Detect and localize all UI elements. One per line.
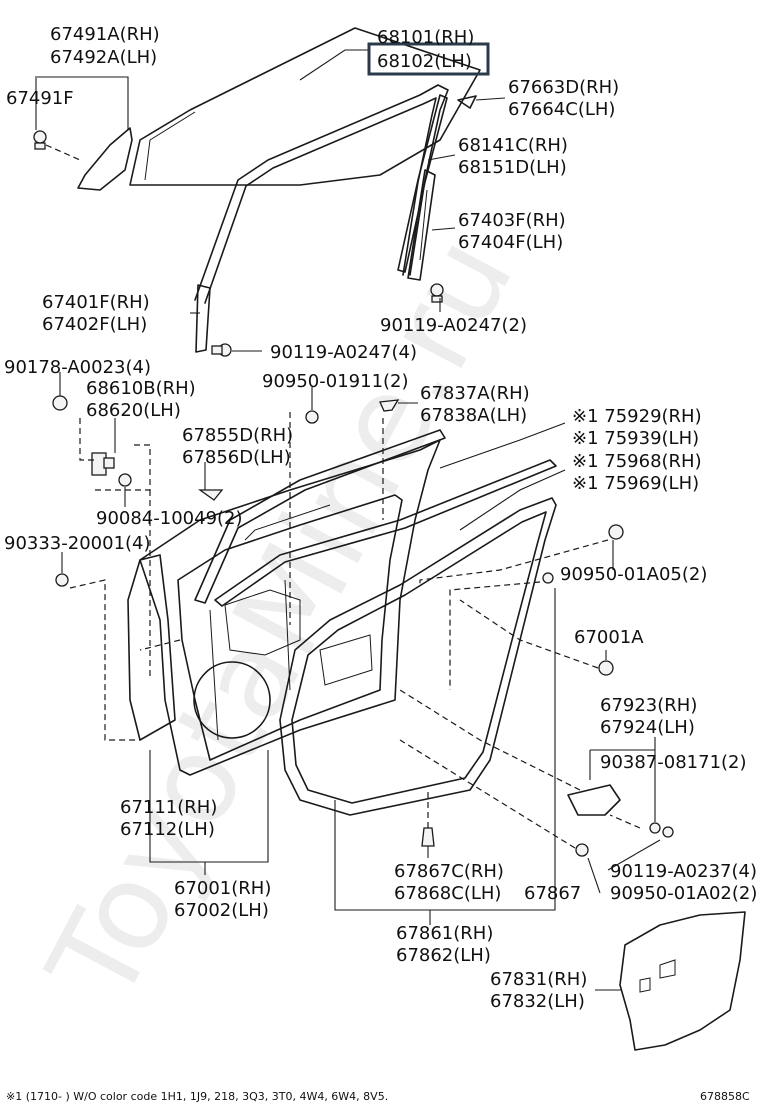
clip-67867c	[421, 827, 435, 847]
rear-run-channel-68141	[397, 94, 448, 273]
label-67664c[interactable]: 67664C(LH)	[508, 99, 615, 120]
label-90119-a0247-4[interactable]: 90119-A0247(4)	[270, 342, 417, 363]
clip-67837a	[379, 399, 400, 412]
label-75929[interactable]: ※1 75929(RH)	[572, 406, 702, 427]
label-67923[interactable]: 67923(RH)	[600, 695, 697, 716]
label-90950-01a05[interactable]: 90950-01A05(2)	[560, 564, 707, 585]
label-68620[interactable]: 68620(LH)	[86, 400, 181, 421]
label-90084-10049[interactable]: 90084-10049(2)	[96, 508, 243, 529]
label-75969[interactable]: ※1 75969(LH)	[572, 473, 699, 494]
bolt-90178-a0023	[52, 395, 68, 411]
diagram-code: 678858C	[700, 1090, 750, 1103]
label-67001[interactable]: 67001(RH)	[174, 878, 271, 899]
assembly-dashed-lines	[45, 144, 641, 849]
corner-cap-67663	[457, 95, 477, 109]
clip-67491f	[33, 130, 47, 150]
hinge-68610b	[91, 452, 115, 476]
label-67862[interactable]: 67862(LH)	[396, 945, 491, 966]
bracket-67855d	[197, 489, 224, 501]
bolt-90119-a0237	[662, 826, 674, 838]
plug-90950-01a05-1	[608, 524, 624, 540]
outer-panel-67111	[127, 554, 176, 741]
label-67867c[interactable]: 67867C(RH)	[394, 861, 504, 882]
upper-frame-run-channel	[194, 84, 449, 304]
label-90387-08171[interactable]: 90387-08171(2)	[600, 752, 747, 773]
label-67404f[interactable]: 67404F(LH)	[458, 232, 563, 253]
bolt-90333-20001	[55, 573, 69, 587]
leader-lines	[35, 49, 661, 991]
label-90119-a0247-2[interactable]: 90119-A0247(2)	[380, 315, 527, 336]
label-67492a[interactable]: 67492A(LH)	[50, 47, 157, 68]
label-67111[interactable]: 67111(RH)	[120, 797, 217, 818]
label-67403f[interactable]: 67403F(RH)	[458, 210, 566, 231]
bolt-90084-10049	[118, 473, 132, 487]
label-67838a[interactable]: 67838A(LH)	[420, 405, 527, 426]
label-75968[interactable]: ※1 75968(RH)	[572, 451, 702, 472]
label-67112[interactable]: 67112(LH)	[120, 819, 215, 840]
highlight-box-68102	[367, 42, 490, 76]
label-67402f[interactable]: 67402F(LH)	[42, 314, 147, 335]
label-67001a[interactable]: 67001A	[574, 627, 644, 648]
belt-molding-75968	[214, 459, 557, 607]
label-68141c[interactable]: 68141C(RH)	[458, 135, 568, 156]
part-labels: 68101(RH) 68102(LH) 67491A(RH) 67492A(LH…	[4, 24, 757, 1012]
label-67924[interactable]: 67924(LH)	[600, 717, 695, 738]
label-90950-01a02[interactable]: 90950-01A02(2)	[610, 883, 757, 904]
label-67663d[interactable]: 67663D(RH)	[508, 77, 619, 98]
label-67855d[interactable]: 67855D(RH)	[182, 425, 293, 446]
plug-90950-01a02	[575, 843, 589, 857]
label-67832[interactable]: 67832(LH)	[490, 991, 585, 1012]
label-67837a[interactable]: 67837A(RH)	[420, 383, 530, 404]
label-75939[interactable]: ※1 75939(LH)	[572, 428, 699, 449]
footnote: ※1 (1710- ) W/O color code 1H1, 1J9, 218…	[6, 1090, 388, 1103]
label-68151d[interactable]: 68151D(LH)	[458, 157, 567, 178]
bolt-90387-08171	[649, 822, 661, 834]
rear-lower-frame-67403	[407, 169, 436, 281]
window-frame-molding-75929	[194, 429, 446, 604]
label-67831[interactable]: 67831(RH)	[490, 969, 587, 990]
plug-67001a	[598, 660, 614, 676]
plug-90950-01a05-2	[542, 572, 554, 584]
label-90178-a0023[interactable]: 90178-A0023(4)	[4, 357, 151, 378]
label-90119-a0237[interactable]: 90119-A0237(4)	[610, 861, 757, 882]
label-67867[interactable]: 67867	[524, 883, 581, 904]
bolt-90119-a0247-lower	[211, 343, 232, 357]
door-check-67923	[567, 784, 621, 816]
label-90950-01911[interactable]: 90950-01911(2)	[262, 371, 409, 392]
label-67861[interactable]: 67861(RH)	[396, 923, 493, 944]
bolt-90119-a0247-upper	[430, 283, 444, 303]
label-68102[interactable]: 68102(LH)	[377, 51, 472, 72]
label-67856d[interactable]: 67856D(LH)	[182, 447, 291, 468]
bolt-90950-01911	[305, 410, 319, 424]
corner-trim-67491	[77, 127, 133, 191]
label-67002[interactable]: 67002(LH)	[174, 900, 269, 921]
label-67401f[interactable]: 67401F(RH)	[42, 292, 150, 313]
front-lower-frame-67401	[195, 284, 211, 353]
service-hole-cover-67831	[619, 911, 746, 1051]
label-68610b[interactable]: 68610B(RH)	[86, 378, 196, 399]
label-68101[interactable]: 68101(RH)	[377, 27, 474, 48]
label-67491a[interactable]: 67491A(RH)	[50, 24, 160, 45]
door-glass	[129, 27, 481, 186]
label-67491f[interactable]: 67491F	[6, 88, 74, 109]
label-67868c[interactable]: 67868C(LH)	[394, 883, 501, 904]
label-90333-20001[interactable]: 90333-20001(4)	[4, 533, 151, 554]
